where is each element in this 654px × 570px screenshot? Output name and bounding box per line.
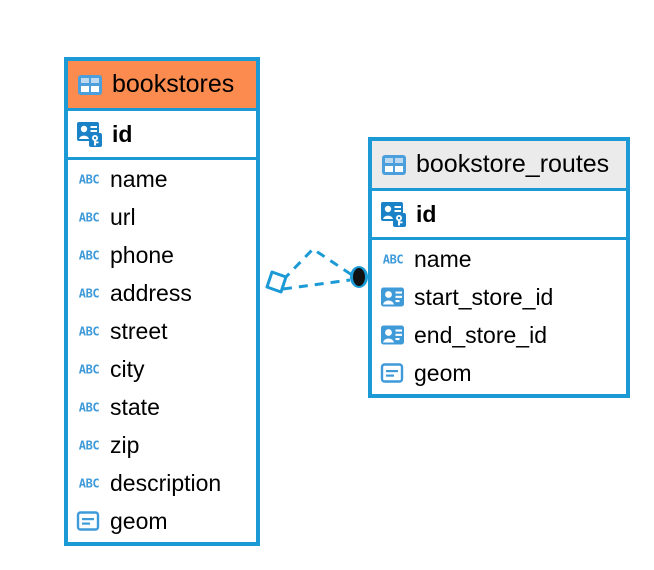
entity-title: bookstore_routes <box>416 150 610 178</box>
foreign-key-icon <box>380 286 406 308</box>
abc-text-icon: ABC <box>76 324 102 339</box>
field-row-id[interactable]: id <box>68 111 256 157</box>
field-row-description[interactable]: ABC description <box>68 464 256 502</box>
field-name: geom <box>414 359 472 386</box>
field-name: street <box>110 317 168 344</box>
svg-text:ABC: ABC <box>79 211 100 225</box>
field-name: city <box>110 355 145 382</box>
field-row-id[interactable]: id <box>372 191 626 237</box>
abc-text-icon: ABC <box>76 172 102 187</box>
svg-text:ABC: ABC <box>79 287 100 301</box>
relationship-line-lower <box>282 278 351 291</box>
field-row-name[interactable]: ABC name <box>68 160 256 198</box>
fields-list-bookstore-routes: ABC name start_store_id <box>372 240 626 392</box>
filled-circle-marker[interactable] <box>350 266 368 288</box>
field-name: id <box>416 200 437 227</box>
field-row-start-store-id[interactable]: start_store_id <box>372 278 626 316</box>
svg-text:ABC: ABC <box>79 439 100 453</box>
field-row-state[interactable]: ABC state <box>68 388 256 426</box>
geometry-icon <box>380 362 406 384</box>
field-name: description <box>110 469 222 496</box>
field-row-address[interactable]: ABC address <box>68 274 256 312</box>
entity-header-bookstore-routes[interactable]: bookstore_routes <box>372 141 626 191</box>
svg-text:ABC: ABC <box>383 253 404 267</box>
field-name: name <box>110 165 168 192</box>
field-name: phone <box>110 241 174 268</box>
field-row-url[interactable]: ABC url <box>68 198 256 236</box>
fields-list-bookstores: ABC name ABC url ABC pho <box>68 160 256 540</box>
abc-text-icon: ABC <box>76 400 102 415</box>
entity-title: bookstores <box>112 70 235 98</box>
field-name: state <box>110 393 160 420</box>
entity-header-bookstores[interactable]: bookstores <box>68 61 256 111</box>
abc-text-icon: ABC <box>76 286 102 301</box>
field-name: geom <box>110 507 168 534</box>
abc-text-icon: ABC <box>380 252 406 267</box>
field-name: url <box>110 203 136 230</box>
field-row-street[interactable]: ABC street <box>68 312 256 350</box>
field-name: name <box>414 245 472 272</box>
svg-text:ABC: ABC <box>79 401 100 415</box>
svg-text:ABC: ABC <box>79 249 100 263</box>
entity-bookstore-routes[interactable]: bookstore_routes <box>368 137 630 398</box>
table-icon <box>77 74 103 96</box>
entity-bookstores[interactable]: bookstores <box>64 57 260 546</box>
field-name: start_store_id <box>414 283 554 310</box>
field-row-phone[interactable]: ABC phone <box>68 236 256 274</box>
svg-text:ABC: ABC <box>79 325 100 339</box>
abc-text-icon: ABC <box>76 438 102 453</box>
field-row-end-store-id[interactable]: end_store_id <box>372 316 626 354</box>
primary-key-icon <box>380 200 408 228</box>
foreign-key-icon <box>380 324 406 346</box>
primary-key-icon <box>76 120 104 148</box>
field-name: id <box>112 120 133 147</box>
field-row-name[interactable]: ABC name <box>372 240 626 278</box>
abc-text-icon: ABC <box>76 362 102 377</box>
relationship-line-upper <box>281 247 353 282</box>
svg-text:ABC: ABC <box>79 363 100 377</box>
field-row-geom[interactable]: geom <box>68 502 256 540</box>
primary-key-section: id <box>68 111 256 160</box>
svg-text:ABC: ABC <box>79 477 100 491</box>
geometry-icon <box>76 510 102 532</box>
field-row-geom[interactable]: geom <box>372 354 626 392</box>
field-name: zip <box>110 431 140 458</box>
diamond-marker[interactable] <box>265 270 288 294</box>
abc-text-icon: ABC <box>76 210 102 225</box>
table-icon <box>381 154 407 176</box>
field-row-city[interactable]: ABC city <box>68 350 256 388</box>
abc-text-icon: ABC <box>76 476 102 491</box>
abc-text-icon: ABC <box>76 248 102 263</box>
svg-text:ABC: ABC <box>79 173 100 187</box>
field-name: address <box>110 279 192 306</box>
field-row-zip[interactable]: ABC zip <box>68 426 256 464</box>
field-name: end_store_id <box>414 321 547 348</box>
primary-key-section: id <box>372 191 626 240</box>
